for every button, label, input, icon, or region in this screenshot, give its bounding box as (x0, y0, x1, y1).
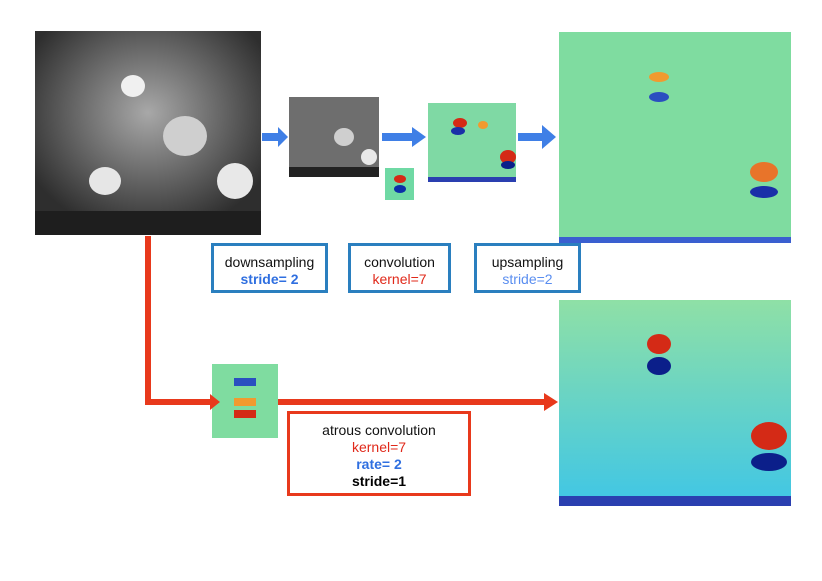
red-arrow-path (145, 236, 558, 411)
blue-arrow-convolution (382, 127, 426, 147)
downsampling-box: downsampling stride= 2 (211, 243, 328, 293)
downsampling-param: stride= 2 (240, 271, 299, 287)
atrous-stride-label: stride=1 (351, 473, 407, 489)
convolution-kernel-small (385, 168, 414, 200)
blue-arrow-upsampling (518, 125, 556, 149)
blue-arrow-downsampling (262, 127, 288, 147)
atrous-rate-label: rate= 2 (356, 456, 402, 472)
convolution-box: convolution kernel=7 (348, 243, 451, 293)
upsampling-param: stride=2 (502, 271, 553, 287)
atrous-box: atrous convolution kernel=7 rate= 2 stri… (287, 411, 471, 496)
upsampling-box: upsampling stride=2 (474, 243, 581, 293)
atrous-title: atrous convolution (322, 422, 436, 438)
atrous-kernel-label: kernel=7 (351, 439, 407, 455)
convolution-title: convolution (364, 254, 435, 270)
downsampled-image (289, 97, 379, 177)
input-image-peppers (35, 31, 261, 235)
downsampling-title: downsampling (224, 254, 315, 270)
convolution-param: kernel=7 (372, 271, 427, 287)
upsampling-title: upsampling (491, 254, 564, 270)
atrous-kernel (212, 364, 278, 438)
convolution-output (428, 103, 516, 182)
upsampling-output (559, 32, 791, 243)
atrous-output (559, 300, 791, 506)
